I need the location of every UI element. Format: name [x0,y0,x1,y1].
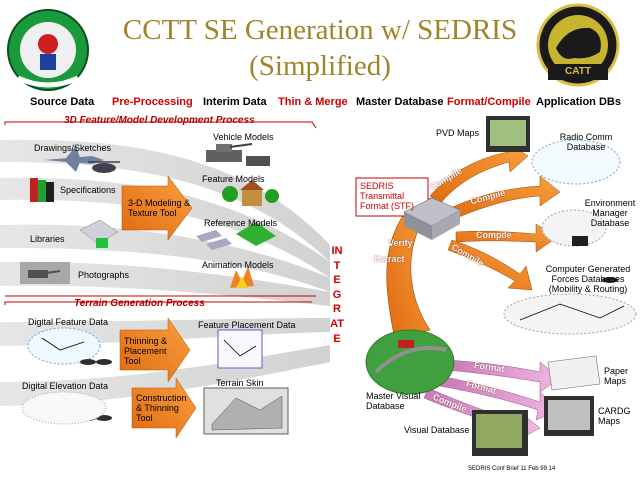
tree-model-icon [222,180,279,206]
cardg-monitor-icon [544,396,594,436]
source-drawings: Drawings/Sketches [34,143,112,153]
compile-label-3: Compile [476,230,512,240]
col-format-compile: Format/Compile [447,96,531,108]
radio-comm-label: Radio Comm Database [559,132,613,152]
printer-icon [79,219,119,248]
page-title: CCTT SE Generation w/ SEDRIS [122,14,518,46]
env-manager-label: Environment Manager Database [584,198,636,228]
pvd-maps-label: PVD Maps [436,128,480,138]
feature-models-label: Feature Models [202,174,265,184]
reference-models-label: Reference Models [204,218,278,228]
cardg-maps-label: CARDG Maps [598,406,631,426]
fire-model-icon [230,266,254,288]
thinning-tool-label: Thinning & Placement Tool [124,336,168,366]
reference-model-icon [196,222,276,250]
visual-db-monitor-icon [472,410,528,456]
process-frames [4,121,317,305]
feature-placement-data-icon [217,329,263,369]
terrain-skin-label: Terrain Skin [216,378,264,388]
catt-logo-label: CATT [565,66,591,77]
extract-label: Extract [374,254,405,264]
visual-db-label: Visual Database [404,425,470,435]
paper-maps-label: Paper Maps [604,366,629,386]
catt-logo-icon [536,3,620,87]
col-master-database: Master Database [356,96,444,108]
construction-tool-arrow [131,377,197,439]
stf-label: SEDRIS Transmittal Format (STF) [360,181,414,211]
stf-drive-icon [403,197,461,240]
terrain-process-title: Terrain Generation Process [74,298,205,309]
paper-maps-icon [547,355,601,391]
cgf-routing-icon [503,293,637,335]
footer-text: SEDRIS Conf Brief 11 Feb 99 14 [468,466,556,472]
digital-elevation-data-label: Digital Elevation Data [22,381,109,391]
vehicle-models-label: Vehicle Models [213,132,274,142]
integrate-label: INTEGRATE [330,245,344,345]
source-photographs: Photographs [78,270,130,280]
tank-model-icon [206,143,270,166]
helicopter-icon [88,161,120,173]
elevation-cloud-icon [21,391,107,425]
col-source-data: Source Data [30,96,95,108]
cgf-label: Computer Generated Forces Databases (Mob… [545,264,631,294]
col-application-dbs: Application DBs [536,96,621,108]
digital-feature-cloud-icon [27,327,101,365]
feature-process-title: 3D Feature/Model Development Process [64,115,255,126]
col-interim-data: Interim Data [203,96,267,108]
compile-arrows [429,141,561,291]
animation-models-label: Animation Models [202,260,274,270]
terrain-skin-icon [203,387,289,435]
feature-tool-arrow [121,175,193,241]
page-subtitle: (Simplified) [249,50,391,82]
col-thin-merge: Thin & Merge [278,96,348,108]
construction-tool-label: Construction & Thinning Tool [136,393,187,423]
master-db-label: Master Visual Database [366,391,421,411]
source-specifications: Specifications [60,185,116,195]
verify-label: Verify [388,238,413,248]
feature-placement-label: Feature Placement Data [198,320,296,330]
books-icon [30,178,54,202]
digital-feature-data-label: Digital Feature Data [28,317,109,327]
tanks-photo-icon [20,262,70,284]
source-libraries: Libraries [30,234,65,244]
army-emblem-icon [7,9,89,91]
env-manager-icon [541,209,607,247]
thinning-tool-arrow [119,317,191,383]
modeling-tool-label: 3-D Modeling & Texture Tool [128,198,191,218]
radio-cloud-icon [531,139,621,185]
pvd-monitor-icon [486,116,530,152]
master-db-terrain-icon [365,329,455,395]
col-pre-processing: Pre-Processing [112,96,193,108]
